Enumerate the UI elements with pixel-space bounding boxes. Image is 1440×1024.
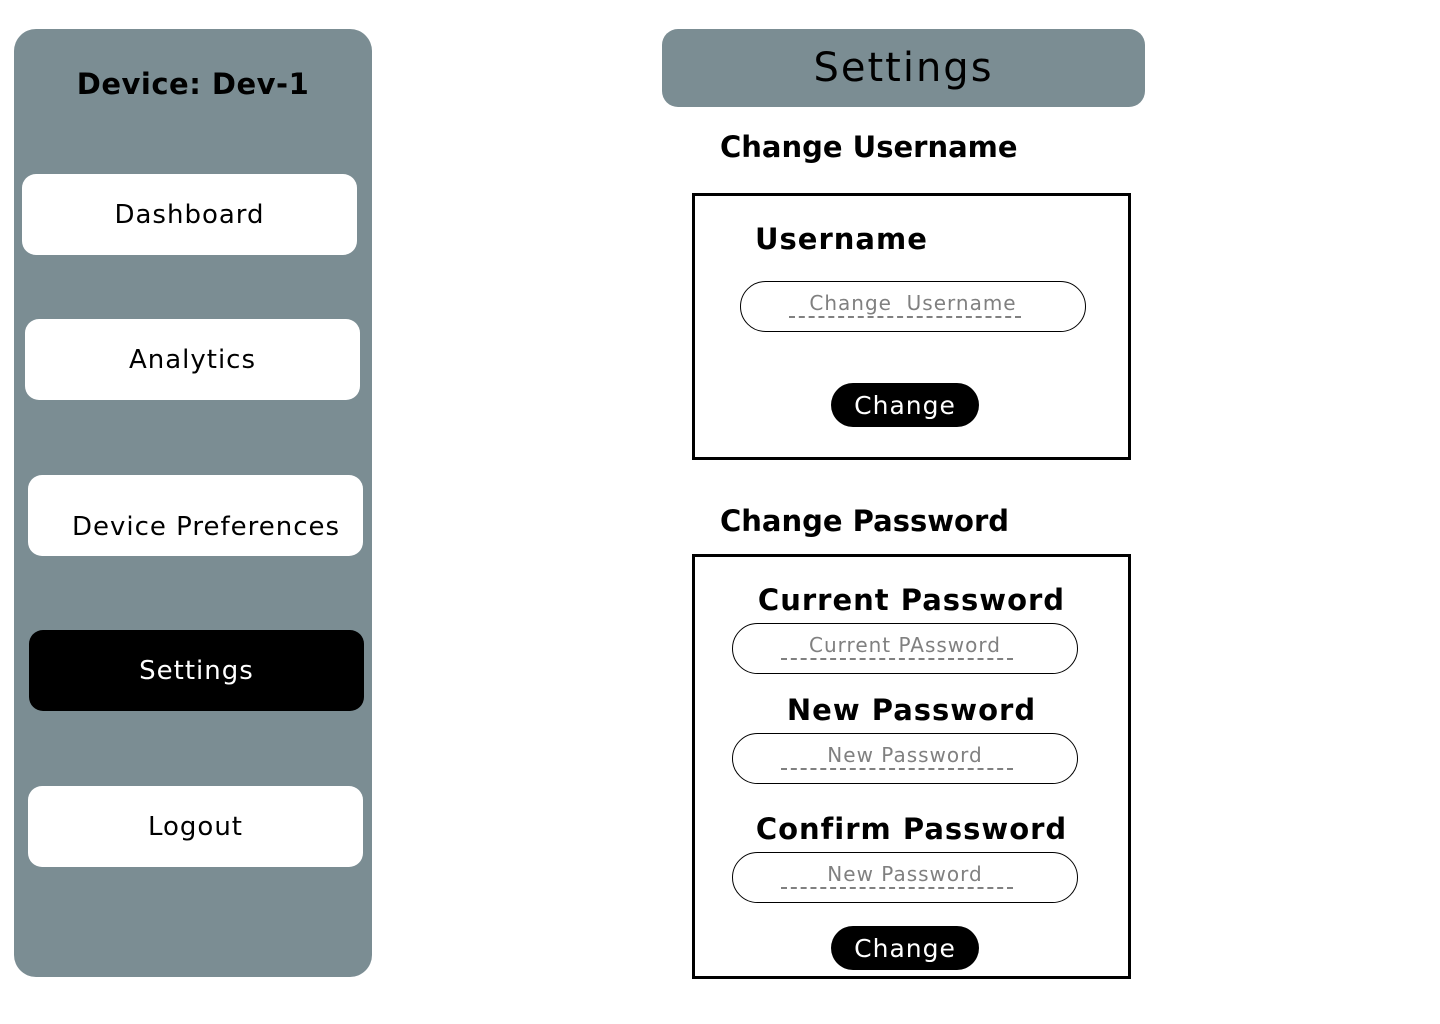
change-username-heading: Change Username: [720, 130, 1018, 164]
confirm-password-input[interactable]: New Password: [732, 852, 1078, 903]
sidebar-item-label: Device Preferences: [72, 511, 341, 542]
username-placeholder: Change Username: [809, 291, 1017, 315]
sidebar-item-settings[interactable]: Settings: [29, 630, 364, 711]
sidebar-item-logout[interactable]: Logout: [28, 786, 363, 867]
page-title: Settings: [662, 29, 1145, 107]
change-password-heading: Change Password: [720, 504, 1010, 538]
sidebar-item-device-preferences[interactable]: Device Preferences: [28, 475, 363, 556]
change-password-card: Current Password Current PAssword New Pa…: [692, 554, 1131, 979]
sidebar-item-label: Logout: [147, 811, 244, 842]
sidebar: Device: Dev-1 Dashboard Analytics Device…: [14, 29, 372, 977]
current-password-label: Current Password: [757, 583, 1066, 617]
sidebar-item-label: Analytics: [128, 344, 257, 375]
confirm-password-placeholder: New Password: [827, 862, 983, 886]
input-underline: [781, 887, 1013, 889]
username-label: Username: [755, 222, 928, 256]
new-password-label: New Password: [786, 693, 1037, 727]
page-title-text: Settings: [813, 45, 994, 91]
input-underline: [781, 658, 1013, 660]
confirm-password-label: Confirm Password: [755, 812, 1068, 846]
sidebar-item-label: Dashboard: [114, 199, 265, 230]
sidebar-item-label: Settings: [139, 655, 254, 686]
change-password-button[interactable]: Change: [831, 926, 979, 970]
current-password-input[interactable]: Current PAssword: [732, 623, 1078, 674]
input-underline: [781, 768, 1013, 770]
sidebar-item-analytics[interactable]: Analytics: [25, 319, 360, 400]
change-username-card: Username Change Username Change: [692, 193, 1131, 460]
current-password-placeholder: Current PAssword: [809, 633, 1001, 657]
sidebar-item-dashboard[interactable]: Dashboard: [22, 174, 357, 255]
username-input[interactable]: Change Username: [740, 281, 1086, 332]
new-password-placeholder: New Password: [827, 743, 983, 767]
device-title: Device: Dev-1: [76, 67, 310, 101]
new-password-input[interactable]: New Password: [732, 733, 1078, 784]
input-underline: [789, 316, 1021, 318]
change-username-button[interactable]: Change: [831, 383, 979, 427]
